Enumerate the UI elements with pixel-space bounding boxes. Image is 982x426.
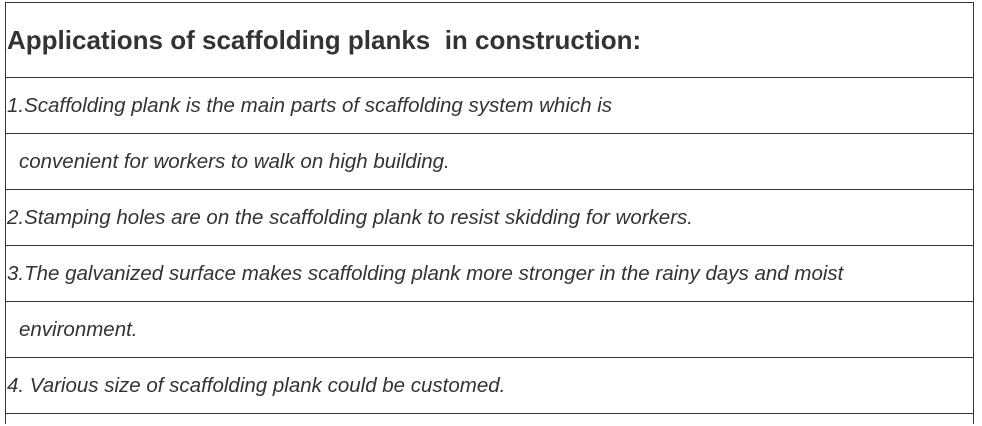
application-line-2: 2.Stamping holes are on the scaffolding …	[7, 205, 693, 229]
application-line-1-continued: convenient for workers to walk on high b…	[19, 149, 450, 173]
table-row: 3.The galvanized surface makes scaffoldi…	[5, 245, 974, 302]
text-cell: convenient for workers to walk on high b…	[5, 133, 974, 190]
text-cell: 4. Various size of scaffolding plank cou…	[5, 357, 974, 414]
document-title: Applications of scaffolding planks in co…	[7, 24, 642, 55]
table-row	[5, 413, 974, 424]
applications-table: Applications of scaffolding planks in co…	[5, 2, 974, 424]
table-row: environment.	[5, 301, 974, 358]
table-row: convenient for workers to walk on high b…	[5, 133, 974, 190]
text-cell: 3.The galvanized surface makes scaffoldi…	[5, 245, 974, 302]
table-row: 1.Scaffolding plank is the main parts of…	[5, 77, 974, 134]
text-cell: 2.Stamping holes are on the scaffolding …	[5, 189, 974, 246]
table-row: Applications of scaffolding planks in co…	[5, 2, 974, 78]
application-line-4: 4. Various size of scaffolding plank cou…	[7, 373, 506, 397]
table-row: 4. Various size of scaffolding plank cou…	[5, 357, 974, 414]
table-row: 2.Stamping holes are on the scaffolding …	[5, 189, 974, 246]
text-cell: environment.	[5, 301, 974, 358]
application-line-3: 3.The galvanized surface makes scaffoldi…	[7, 261, 844, 285]
empty-cell	[5, 413, 974, 424]
application-line-3-continued: environment.	[19, 317, 138, 341]
title-cell: Applications of scaffolding planks in co…	[5, 2, 974, 78]
text-cell: 1.Scaffolding plank is the main parts of…	[5, 77, 974, 134]
application-line-1: 1.Scaffolding plank is the main parts of…	[7, 93, 613, 117]
